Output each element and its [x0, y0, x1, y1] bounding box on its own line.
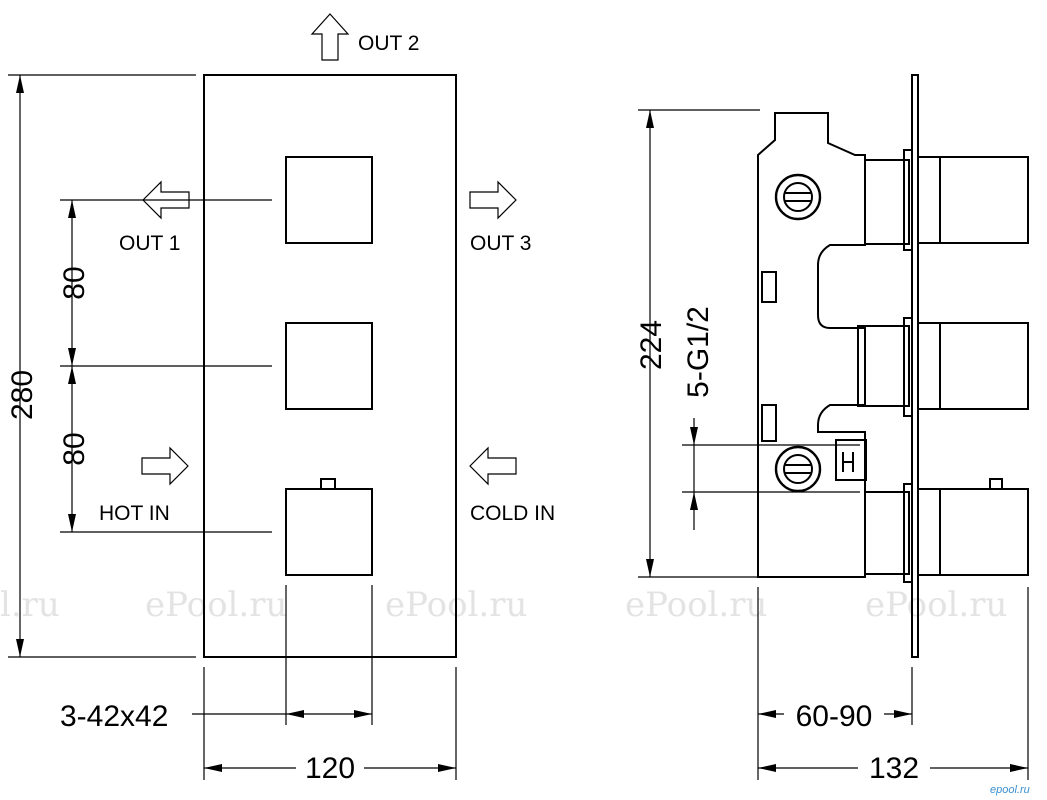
dimension-label: 120	[305, 752, 355, 785]
connection-bottom	[774, 445, 822, 493]
label-out2: OUT 2	[358, 32, 419, 55]
dimension-label: 280	[6, 370, 39, 420]
dimension-280: 280	[6, 74, 196, 658]
port-stub	[761, 271, 777, 303]
front-view: OUT 2 OUT 1 OUT 3 HOT IN COLD IN 280	[6, 13, 555, 785]
dimension-depth-range: 60-90	[757, 587, 913, 780]
dimension-label: 224	[635, 320, 668, 370]
connection-top	[774, 173, 822, 221]
handle-indicator	[320, 478, 336, 490]
watermark-text: ePool.ru	[145, 585, 287, 625]
plate-flange	[903, 483, 913, 583]
dimension-label: 5-G1/2	[682, 306, 715, 398]
h-marker-icon	[842, 452, 854, 472]
dimension-handle-size: 3-42x42	[60, 585, 373, 733]
spindle-bottom	[864, 491, 910, 575]
dimension-label: 80	[58, 266, 91, 299]
side-view: 224 5-G1/2	[635, 74, 1029, 785]
watermark-text: l.ru	[0, 585, 60, 625]
dimension-80-80: 80 80	[58, 199, 272, 533]
arrow-right-icon	[469, 180, 517, 220]
dimension-224: 224	[635, 109, 760, 578]
handle-bottom	[285, 488, 373, 576]
handle-side-bottom	[939, 488, 1029, 576]
handle-side-middle	[939, 322, 1029, 410]
port-stub	[761, 404, 777, 442]
spindle-middle	[857, 325, 910, 407]
label-out1: OUT 1	[119, 232, 180, 255]
dimension-120: 120	[203, 667, 457, 785]
arrow-left-icon	[469, 446, 517, 486]
dimension-label: 3-42x42	[60, 700, 168, 733]
handle-middle	[285, 322, 373, 410]
label-cold-in: COLD IN	[470, 502, 555, 525]
dimension-label: 60-90	[796, 700, 873, 733]
arrow-up-icon	[310, 13, 350, 61]
dimension-label: 132	[869, 752, 919, 785]
plate-flange	[903, 317, 913, 417]
label-out3: OUT 3	[470, 232, 531, 255]
dimension-connections: 5-G1/2	[682, 306, 860, 530]
arrow-right-icon	[141, 446, 189, 486]
watermark-row: l.ru ePool.ru ePool.ru ePool.ru ePool.ru	[0, 585, 1007, 625]
label-hot-in: HOT IN	[99, 502, 170, 525]
watermark-text: ePool.ru	[865, 585, 1007, 625]
handle-collar	[917, 488, 941, 576]
dimension-label: 80	[58, 432, 91, 465]
hot-marker	[835, 439, 867, 481]
handle-side-top	[939, 156, 1029, 244]
handle-collar	[917, 156, 941, 244]
plate-flange	[903, 149, 913, 251]
site-logo: epool.ru	[990, 784, 1030, 796]
watermark-text: ePool.ru	[625, 585, 767, 625]
spindle-top	[864, 159, 910, 245]
handle-collar	[917, 322, 941, 410]
handle-indicator	[989, 478, 1003, 490]
handle-top	[285, 156, 373, 244]
dimension-132: 132	[758, 587, 1029, 785]
valve-body	[757, 112, 866, 578]
